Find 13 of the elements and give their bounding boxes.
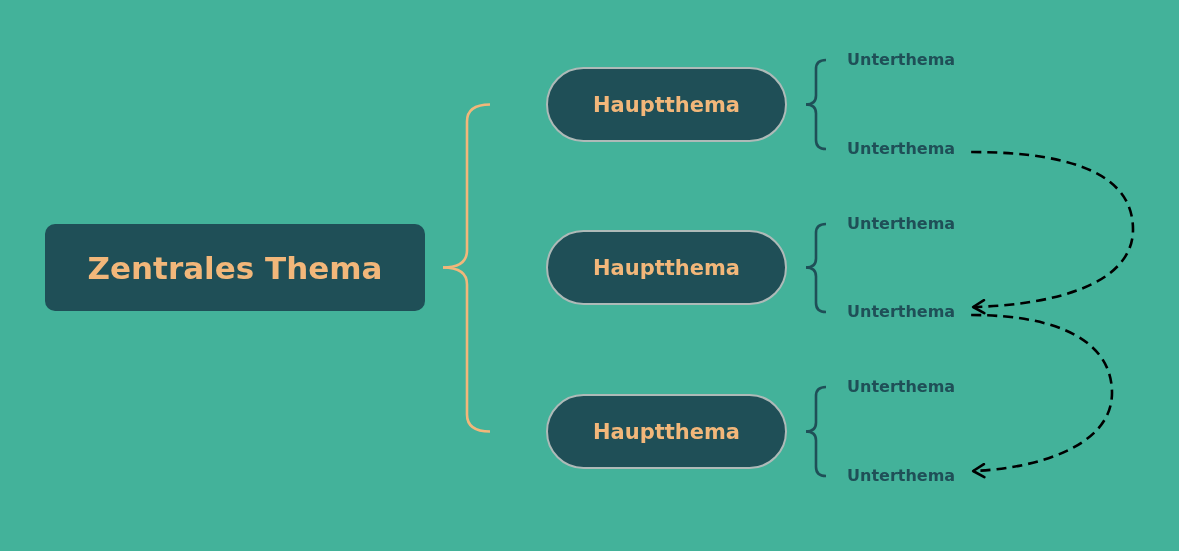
- main-topic-box: Hauptthema: [546, 230, 787, 305]
- brace-connector: [442, 266, 491, 433]
- subtopic-label: Unterthema: [847, 302, 956, 322]
- dashed-arrow: [971, 150, 1135, 315]
- central-topic-box: Zentrales Thema: [45, 224, 425, 311]
- dashed-arrow: [971, 313, 1114, 479]
- subtopic-label: Unterthema: [847, 139, 956, 159]
- main-topic-box: Hauptthema: [546, 394, 787, 469]
- subtopic-label: Unterthema: [847, 466, 956, 486]
- subtopic-label: Unterthema: [847, 50, 956, 70]
- main-topic-box: Hauptthema: [546, 67, 787, 142]
- subtopic-label: Unterthema: [847, 214, 956, 234]
- subtopic-label: Unterthema: [847, 377, 956, 397]
